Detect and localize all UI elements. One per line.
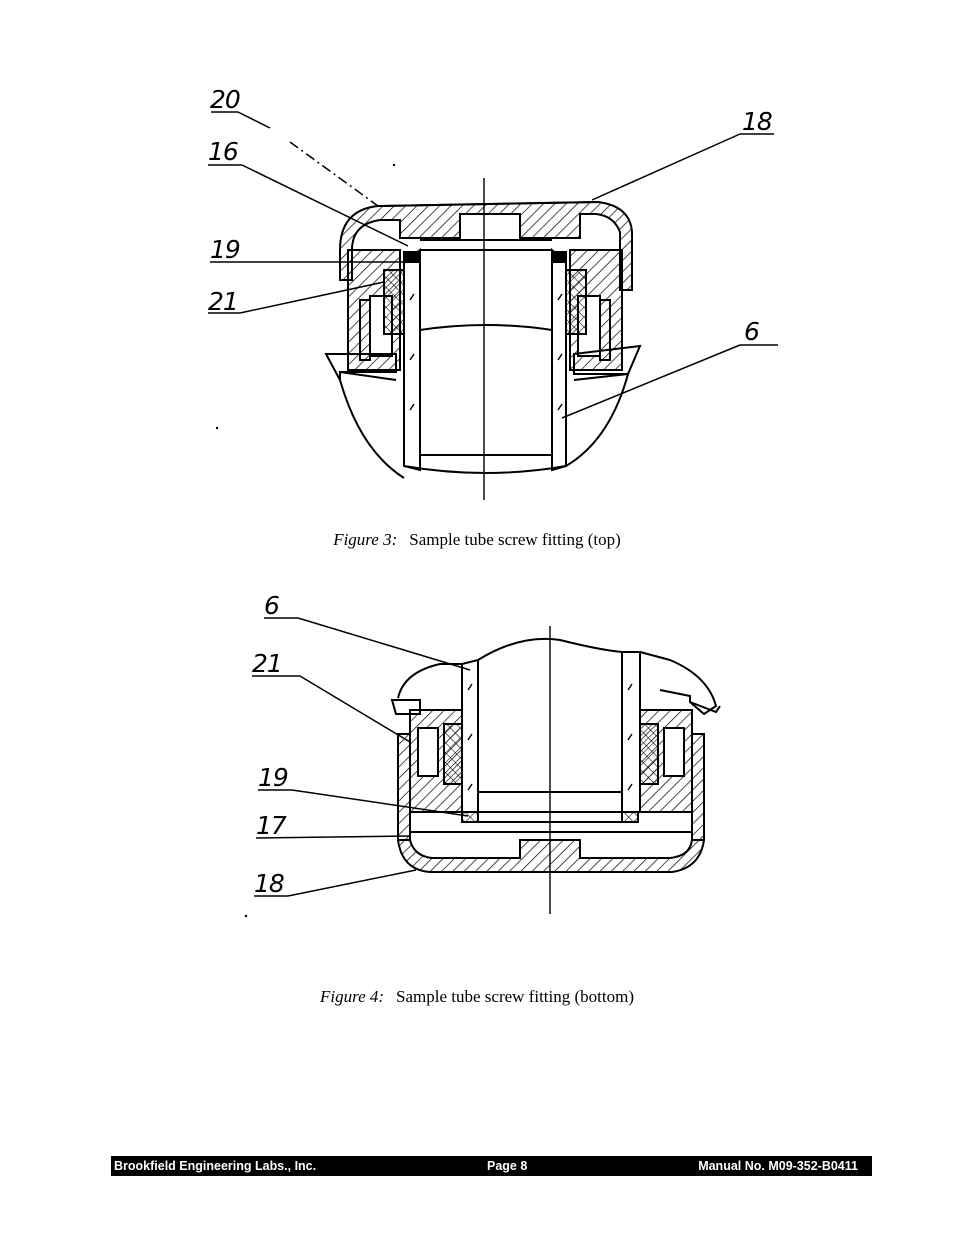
figure-3-leaders <box>208 111 778 419</box>
callout-6: 6 <box>264 591 279 620</box>
callout-21: 21 <box>252 649 282 678</box>
callout-18: 18 <box>254 869 284 898</box>
callout-16: 16 <box>208 137 238 166</box>
callout-21: 21 <box>208 287 238 316</box>
callout-18: 18 <box>742 107 772 136</box>
page-footer: Brookfield Engineering Labs., Inc. Page … <box>111 1156 872 1176</box>
figure-4-drawing <box>390 626 721 914</box>
callout-20: 20 <box>210 85 240 114</box>
callout-19: 19 <box>258 763 288 792</box>
figure-3-caption: Figure 3: Sample tube screw fitting (top) <box>0 530 954 550</box>
callout-17: 17 <box>256 811 287 840</box>
figure-3-drawing <box>324 178 642 500</box>
figure-3-label: Figure 3: <box>333 530 398 549</box>
figure-4-caption: Figure 4: Sample tube screw fitting (bott… <box>0 987 954 1007</box>
footer-page-number: Page 8 <box>487 1159 528 1173</box>
figure-3-callouts: 20 16 19 21 18 6 <box>208 85 773 346</box>
figure-3-caption-text: Sample tube screw fitting (top) <box>409 530 621 549</box>
callout-6: 6 <box>744 317 759 346</box>
figure-4-callouts: 6 21 19 17 18 <box>252 591 289 898</box>
callout-19: 19 <box>210 235 240 264</box>
figure-4-label: Figure 4: <box>319 987 385 1006</box>
footer-company: Brookfield Engineering Labs., Inc. <box>114 1159 317 1173</box>
footer-manual-number: Manual No. M09-352-B0411 <box>698 1159 858 1173</box>
figure-4-leaders <box>252 617 471 897</box>
figure-4-caption-text: Sample tube screw fitting (bottom) <box>396 987 634 1006</box>
